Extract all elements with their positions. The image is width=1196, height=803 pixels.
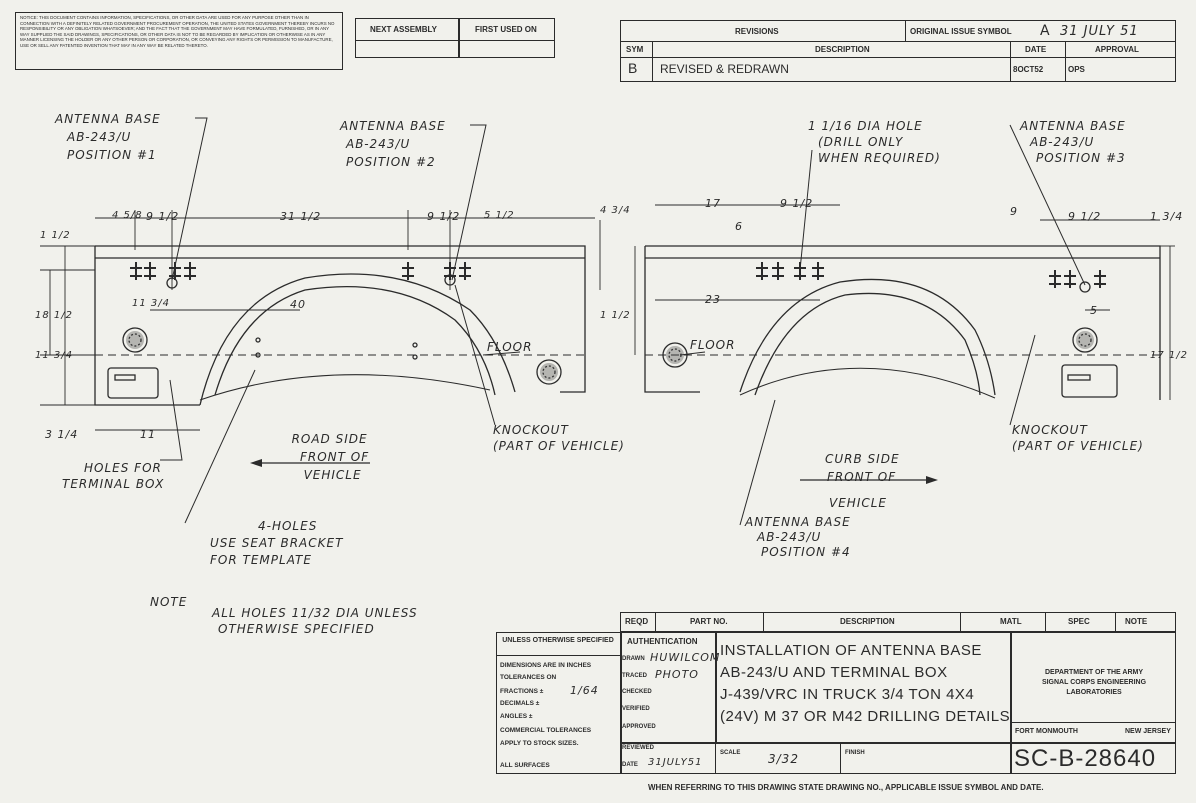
part-no-header: PART NO. <box>690 617 728 626</box>
footer-reference-note: WHEN REFERRING TO THIS DRAWING STATE DRA… <box>648 783 1044 792</box>
first-used-on-label: FIRST USED ON <box>475 25 537 34</box>
description-header: DESCRIPTION <box>815 45 870 54</box>
dim-23: 23 <box>705 293 721 306</box>
next-assembly-label: NEXT ASSEMBLY <box>370 25 437 34</box>
knockout-left: KNOCKOUT(PART OF VEHICLE) <box>493 423 625 453</box>
notice-block <box>15 12 343 70</box>
rev-description: REVISED & REDRAWN <box>660 62 789 76</box>
dim-9-1-2-a: 9 1/2 <box>146 210 180 223</box>
dim-9-1-2-c: 9 1/2 <box>780 197 814 210</box>
issue-symbol-value: A <box>1040 23 1051 39</box>
drawing-title: INSTALLATION OF ANTENNA BASE AB-243/U AN… <box>720 642 1011 725</box>
drawn-label: DRAWN <box>622 656 645 662</box>
dim-11-3-4-a: 11 3/4 <box>132 298 170 309</box>
rev-approval: OPS <box>1068 65 1085 74</box>
rev-date: 8OCT52 <box>1013 65 1044 74</box>
fractions-label: FRACTIONS ± <box>500 688 544 695</box>
decimals-label: DECIMALS ± <box>500 700 540 707</box>
dim-11-3-4-b: 11 3/4 <box>35 350 73 361</box>
drawing-number: SC-B-28640 <box>1014 745 1157 772</box>
revisions-label: REVISIONS <box>735 27 779 36</box>
notice-text: NOTICE: THIS DOCUMENT CONTAINS INFORMATI… <box>20 15 335 48</box>
traced-label: TRACED <box>622 673 647 679</box>
dim-9-1-2-b: 9 1/2 <box>427 210 461 223</box>
scale-value: 3/32 <box>768 752 799 766</box>
reqd-header: REQD <box>625 617 649 626</box>
traced-value: PHOTO <box>655 668 699 681</box>
matl-header: MATL <box>1000 617 1022 626</box>
rev-symbol: B <box>628 60 638 76</box>
dim-18-1-2: 18 1/2 <box>35 310 73 321</box>
angles-label: ANGLES ± <box>500 713 533 720</box>
dim-6: 6 <box>735 220 743 233</box>
approved-label: APPROVED <box>622 724 656 730</box>
dim-1-3-4: 1 3/4 <box>1150 210 1184 223</box>
authentication-label: AUTHENTICATION <box>627 637 698 646</box>
issue-date-value: 31 JULY 51 <box>1060 24 1139 39</box>
next-assembly-block <box>355 18 555 58</box>
floor-label-left: FLOOR <box>487 340 533 354</box>
date-header: DATE <box>1025 45 1047 54</box>
dim-5-1-2: 5 1/2 <box>484 210 515 221</box>
dim-11: 11 <box>140 428 156 441</box>
dim-40: 40 <box>290 298 306 311</box>
dim-1-1-2-b: 1 1/2 <box>600 310 631 321</box>
floor-label-right: FLOOR <box>690 338 736 352</box>
dim-17-1-2: 17 1/2 <box>1150 350 1188 361</box>
all-surfaces: ALL SURFACES <box>500 762 550 769</box>
knockout-right: KNOCKOUT(PART OF VEHICLE) <box>1012 423 1144 453</box>
date-label: DATE <box>622 762 638 768</box>
note-header: NOTE <box>1125 617 1148 626</box>
dim-1-1-2: 1 1/2 <box>40 230 71 241</box>
dim-17: 17 <box>705 197 721 210</box>
tolerances-on: TOLERANCES ON <box>500 674 557 681</box>
note-heading: NOTE <box>150 595 188 609</box>
verified-label: VERIFIED <box>622 706 650 712</box>
drawn-value: HUWILCOM <box>650 651 721 664</box>
fractions-value: 1/64 <box>570 684 599 697</box>
dims-in-inches: DIMENSIONS ARE IN INCHES <box>500 662 592 669</box>
dim-9: 9 <box>1010 205 1018 218</box>
scale-label: SCALE <box>720 750 741 756</box>
dim-5: 5 <box>1090 304 1098 317</box>
checked-label: CHECKED <box>622 689 652 695</box>
spec-header: SPEC <box>1068 617 1090 626</box>
dim-3-1-4: 3 1/4 <box>45 428 79 441</box>
title-block <box>496 632 1176 774</box>
original-issue-label: ORIGINAL ISSUE SYMBOL <box>910 27 1012 36</box>
sym-header: SYM <box>626 45 644 54</box>
dim-31-1-2: 31 1/2 <box>280 210 322 223</box>
commercial-tolerances: COMMERCIAL TOLERANCES <box>500 727 592 734</box>
reviewed-label: REVIEWED <box>622 745 655 751</box>
new-jersey: NEW JERSEY <box>1125 728 1171 735</box>
department-label: DEPARTMENT OF THE ARMY SIGNAL CORPS ENGI… <box>1041 669 1147 696</box>
approval-header: APPROVAL <box>1095 45 1139 54</box>
fort-monmouth: FORT MONMOUTH <box>1015 728 1078 735</box>
parts-list-header <box>620 612 1176 632</box>
revisions-block <box>620 20 1176 82</box>
parts-description-header: DESCRIPTION <box>840 617 895 626</box>
dim-4-5-8: 4 5/8 <box>112 210 143 221</box>
dim-9-1-2-d: 9 1/2 <box>1068 210 1102 223</box>
dim-4-3-4: 4 3/4 <box>600 205 631 216</box>
date-value: 31JULY51 <box>648 757 703 768</box>
finish-label: FINISH <box>845 750 865 756</box>
apply-stock-sizes: APPLY TO STOCK SIZES. <box>500 740 579 747</box>
unless-otherwise-label: UNLESS OTHERWISE SPECIFIED <box>502 637 614 644</box>
